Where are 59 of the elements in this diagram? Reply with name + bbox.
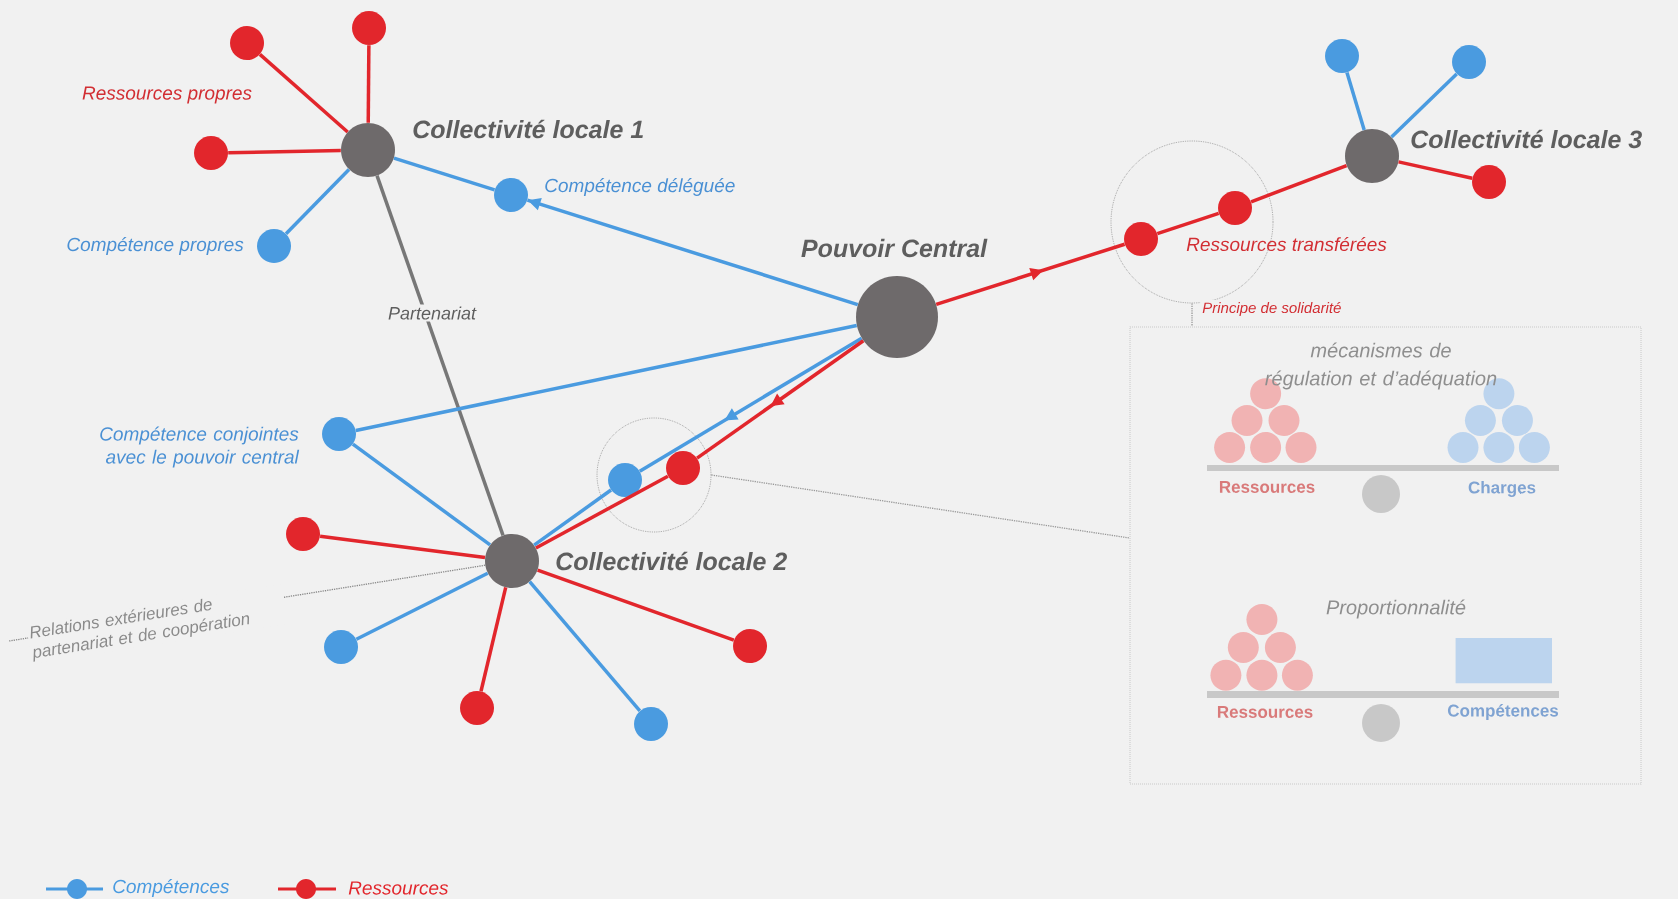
connector [1398,160,1473,180]
node-label: Compétence propres [67,237,244,255]
connector [375,175,505,536]
connector [351,442,492,547]
dot [460,691,494,725]
node-label: Ressources transférées [1186,236,1387,252]
dot [194,136,228,170]
connector [258,53,349,134]
node-label: Pouvoir Central [801,238,988,258]
panel-label: Proportionnalité [1326,599,1466,619]
connector [710,474,1131,539]
legend-label: Ressources [348,881,449,895]
connector [1250,164,1348,204]
legend-label: Compétences [113,879,230,897]
node-label: Collectivité locale 3 [1411,129,1642,149]
dot [666,451,700,485]
connector [1390,72,1458,139]
node-label: Compétence conjointes avec le pouvoir central [100,426,300,468]
arrow [638,336,863,473]
panel-label: mécanismes de régulation et d’adéquation [1265,342,1497,390]
connector [1156,211,1220,236]
connector [355,571,489,641]
node-label: Compétence déléguée [545,178,735,196]
connector [1345,71,1366,131]
panel-label: Ressources [1219,481,1315,493]
node-label: Collectivité locale 1 [413,119,643,139]
dot [230,26,264,60]
dot [324,630,358,664]
connector [393,156,496,192]
dot [634,707,668,741]
connector [319,534,486,560]
connector [535,474,669,550]
connector [537,568,735,642]
arrow [935,242,1126,307]
connector [355,323,858,433]
dot [1325,39,1359,73]
connector [528,580,642,713]
dot [733,629,767,663]
arrow [696,339,865,460]
edge-label: Partenariat [386,304,479,322]
panel-label: Charges [1468,481,1536,497]
dot [352,11,386,45]
text-label: Ressources propres [82,86,252,104]
edge-label: Relations extérieures de partenariat et de coopération [26,583,289,665]
connector [284,168,351,235]
panel-label: Compétences [1447,704,1559,720]
connector [366,45,371,123]
node-label: Collectivité locale 2 [556,551,787,571]
dot [286,517,320,551]
dot [1472,165,1506,199]
dotted-circle [596,417,712,533]
connector [533,488,613,547]
connector [479,587,508,692]
dot [1124,222,1158,256]
dot [608,463,642,497]
connector [1191,302,1193,328]
panel-label: Ressources [1217,706,1313,718]
dot [1452,45,1486,79]
connector [228,148,341,155]
